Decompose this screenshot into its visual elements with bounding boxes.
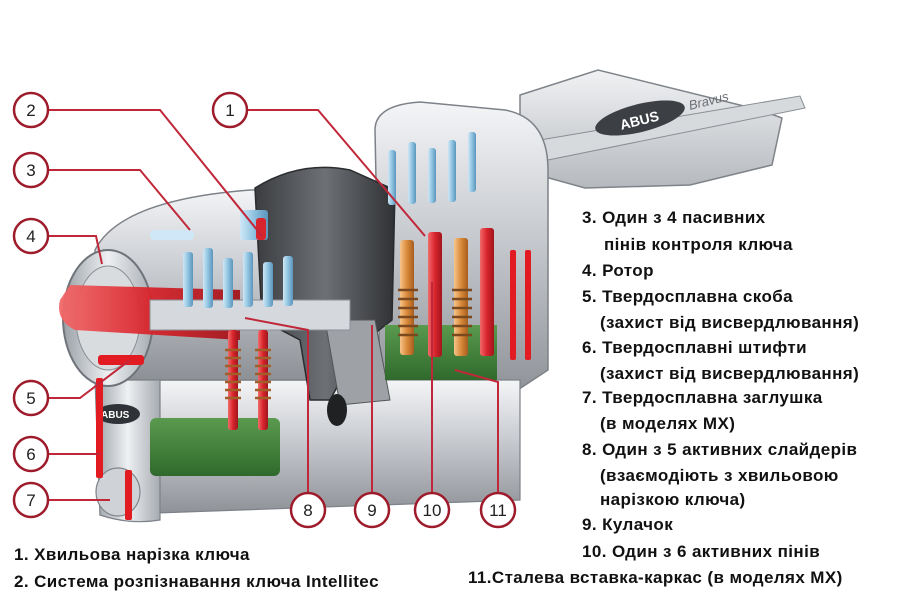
callout-8: 8: [289, 491, 327, 529]
left-pin-stack: [150, 210, 293, 430]
hardened-staple: [98, 355, 144, 365]
legend-item-8-cont-2: нарізкою ключа): [600, 490, 746, 509]
callout-10: 10: [413, 491, 451, 529]
svg-text:2: 2: [26, 101, 35, 120]
callout-3: 3: [12, 151, 50, 189]
legend-item-10: 10. Один з 6 активних пінів: [582, 542, 821, 561]
svg-text:6: 6: [26, 445, 35, 464]
callouts: 1 2 3 4 5 6 7 8 9 10 11: [12, 91, 517, 529]
legend-item-9: 9. Кулачок: [582, 515, 674, 534]
legend-item-3-cont: пінів контроля ключа: [604, 235, 793, 254]
legend-item-8: 8. Один з 5 активних слайдерів: [582, 440, 858, 459]
svg-text:7: 7: [26, 491, 35, 510]
legend-item-2: 2. Система розпізнавання ключа Intellite…: [14, 572, 379, 591]
svg-text:4: 4: [26, 227, 35, 246]
legend-item-5: 5. Твердосплавна скоба: [582, 287, 793, 306]
callout-9: 9: [353, 491, 391, 529]
callout-11: 11: [479, 491, 517, 529]
leader-lines: [48, 109, 499, 501]
cam: [324, 319, 391, 406]
callout-2: 2: [12, 91, 50, 129]
legend-item-7: 7. Твердосплавна заглушка: [582, 388, 823, 407]
legend-item-6-cont: (захист від висвердлювання): [600, 364, 860, 383]
steel-insert: [150, 418, 280, 476]
svg-text:1: 1: [225, 101, 234, 120]
legend-item-8-cont-1: (взаємодіють з хвильовою: [600, 466, 839, 485]
legend-item-11: 11.Сталева вставка-каркас (в моделях MX): [468, 568, 843, 587]
svg-text:5: 5: [26, 389, 35, 408]
legend-item-3: 3. Один з 4 пасивних: [582, 208, 766, 227]
front-brand-text: ABUS: [101, 410, 130, 421]
svg-text:9: 9: [367, 501, 376, 520]
svg-text:11: 11: [489, 501, 507, 520]
legend-item-6: 6. Твердосплавні штифти: [582, 338, 807, 357]
callout-6: 6: [12, 435, 50, 473]
callout-7: 7: [12, 481, 50, 519]
svg-text:10: 10: [423, 501, 442, 520]
legend-item-1: 1. Хвильова нарізка ключа: [14, 545, 250, 564]
callout-1: 1: [211, 91, 249, 129]
internals: [59, 132, 531, 520]
callout-5: 5: [12, 379, 50, 417]
legend-item-5-cont: (захист від висвердлювання): [600, 313, 860, 332]
legend-item-7-cont: (в моделях MX): [600, 414, 736, 433]
right-pin-stack: [388, 132, 494, 357]
svg-text:3: 3: [26, 161, 35, 180]
svg-text:8: 8: [303, 501, 312, 520]
callout-4: 4: [12, 217, 50, 255]
legend-item-4: 4. Ротор: [582, 261, 654, 280]
